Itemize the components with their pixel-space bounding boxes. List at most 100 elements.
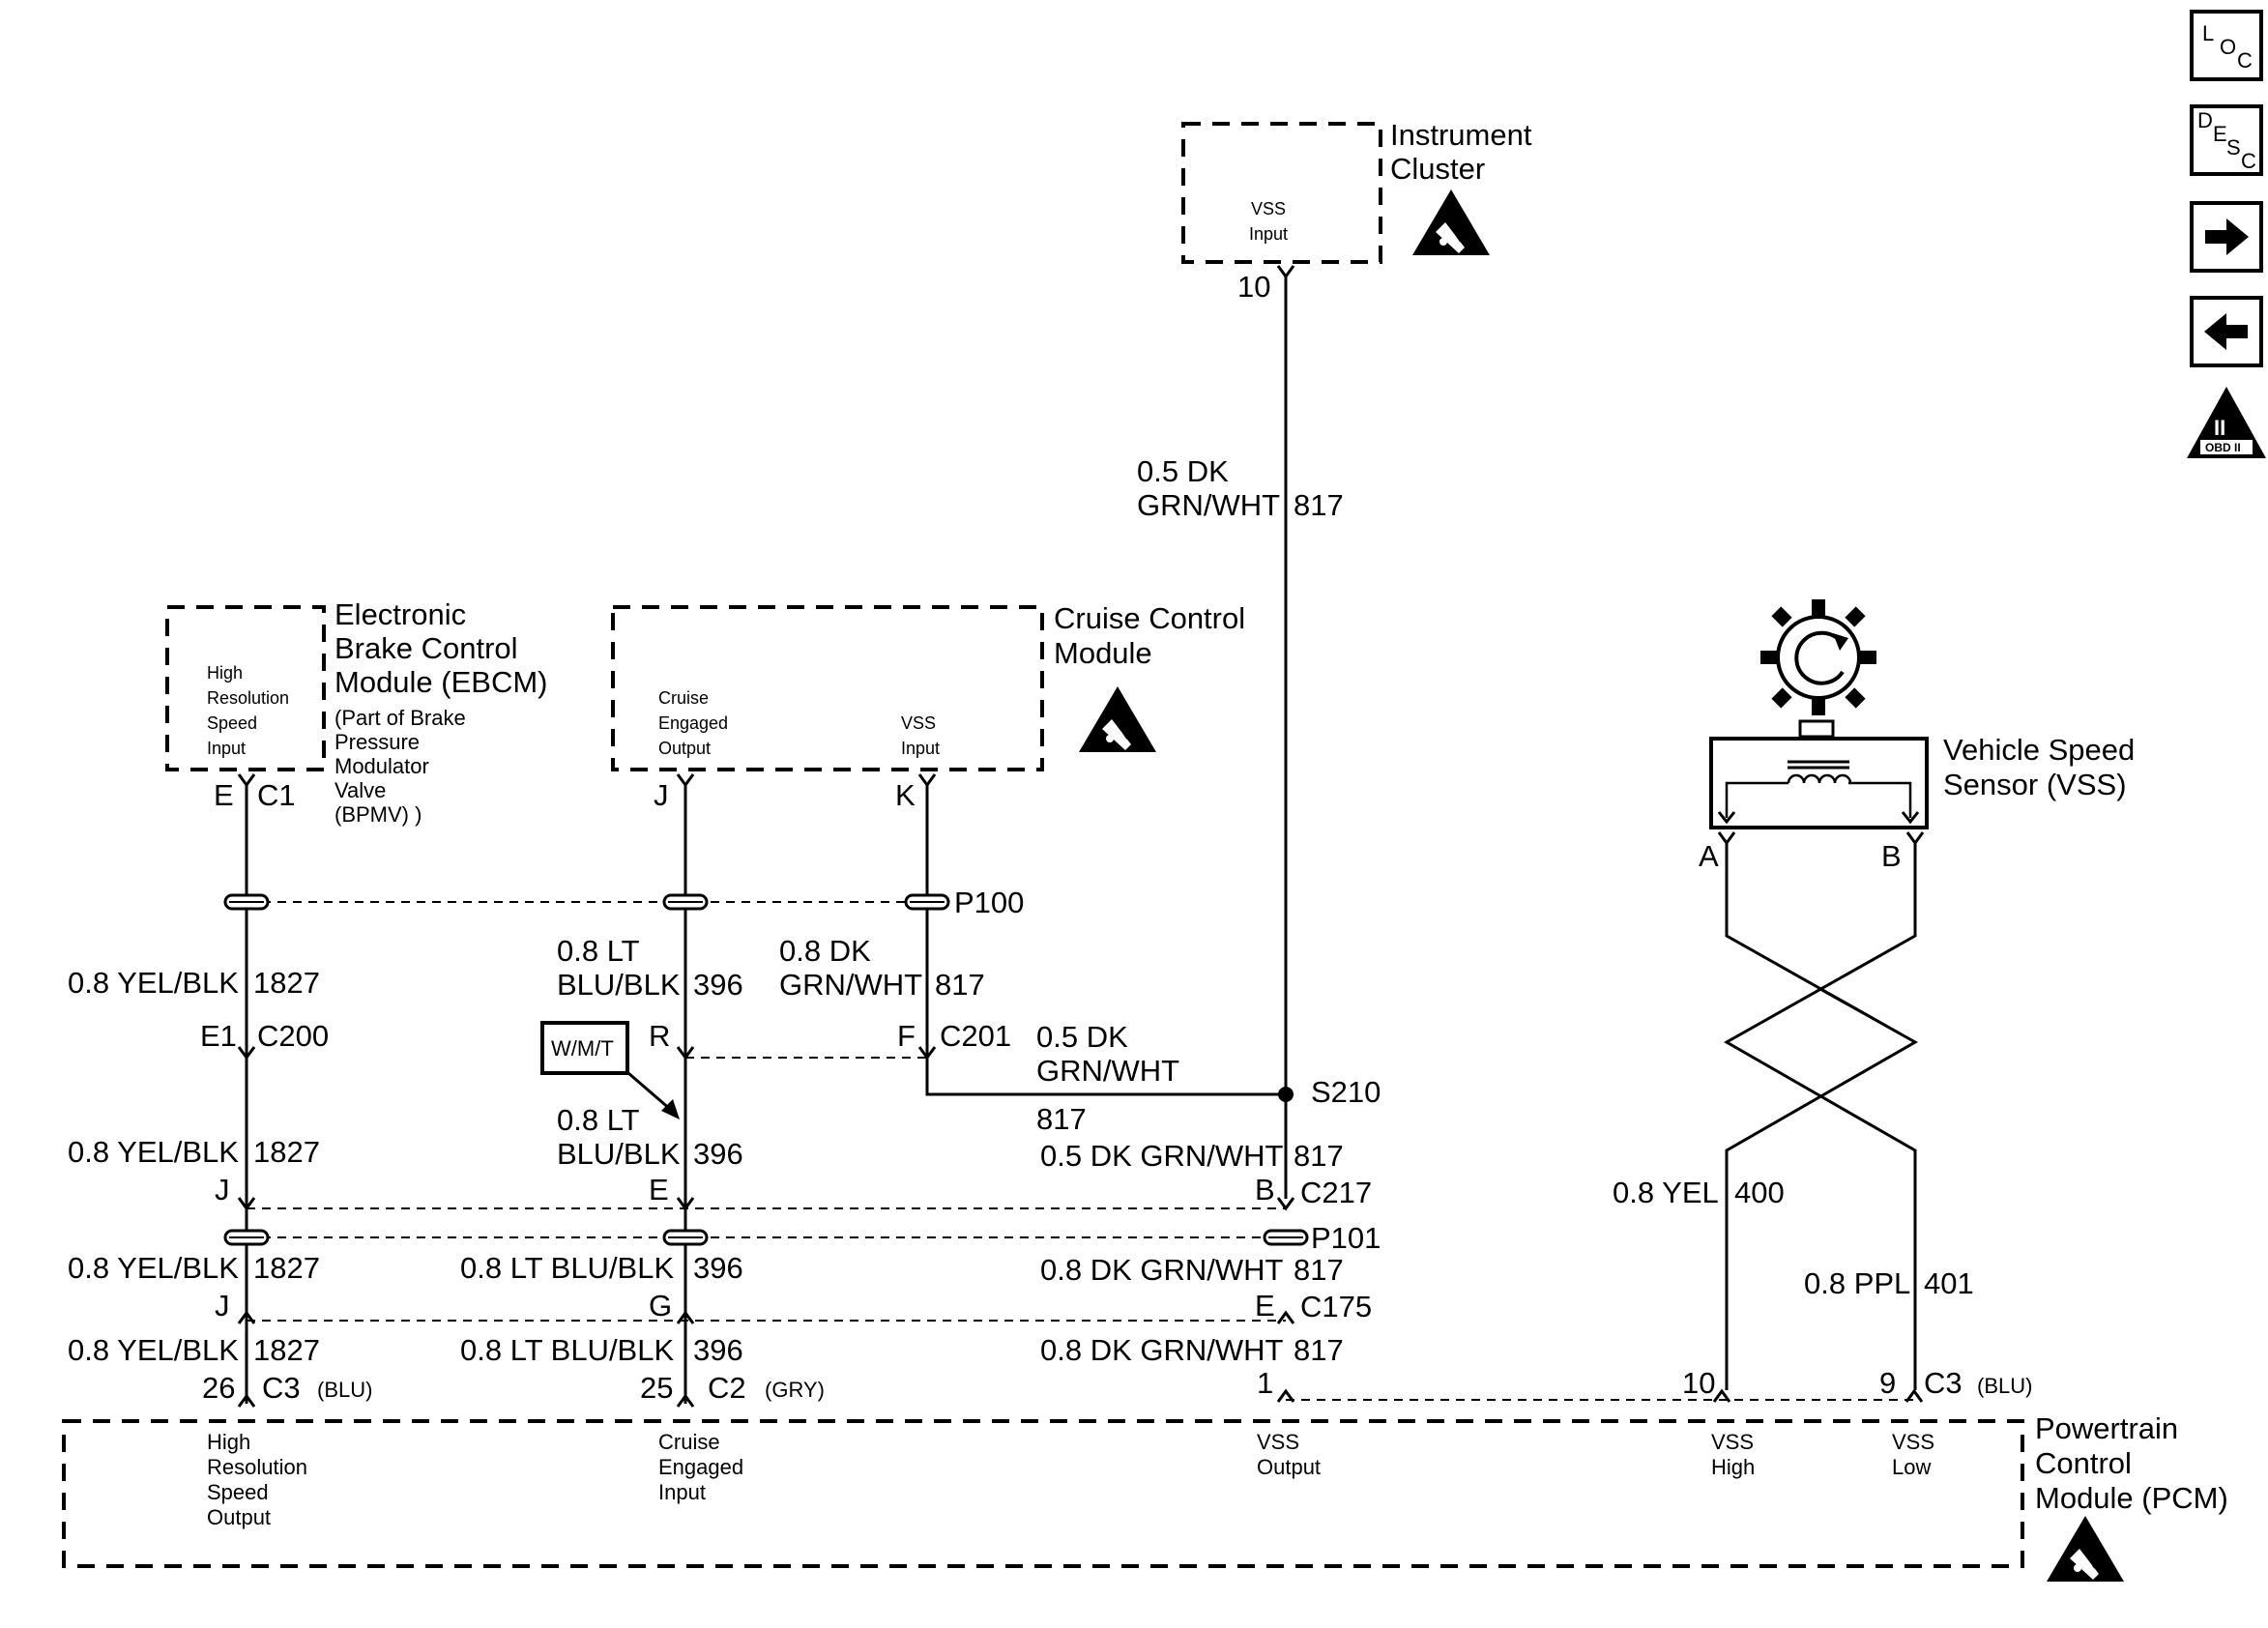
wire-1827-b-num: 1827 (253, 1135, 320, 1169)
ebcm-input-2: Resolution (207, 688, 289, 708)
ic-input-label-1: VSS (1251, 199, 1286, 218)
ccm-output-1: Cruise (658, 688, 709, 708)
wire-396-c-num: 396 (693, 1251, 743, 1285)
pcm-esd-icon (2046, 1515, 2125, 1583)
wire-817-ccm (925, 783, 1286, 1096)
pcm-vl-2: Low (1892, 1455, 1931, 1479)
connector-c217: C217 (1300, 1176, 1372, 1209)
p100-label: P100 (954, 886, 1024, 919)
wire-817-top-color: GRN/WHT (1137, 488, 1280, 522)
splice-s210-label: S210 (1311, 1075, 1381, 1109)
instrument-cluster: Instrument Cluster VSS Input 10 (1181, 118, 1532, 304)
instrument-cluster-title-2: Cluster (1390, 152, 1485, 186)
wire-817-a-size: 0.8 DK (779, 934, 871, 968)
desc-letter-d: D (2197, 108, 2213, 132)
wire-1827-d-num: 1827 (253, 1333, 320, 1367)
ebcm-module: Electronic Brake Control Module (EBCM) (… (165, 597, 548, 827)
connector-c200: C200 (257, 1019, 329, 1053)
ccm-input-1: VSS (901, 713, 936, 733)
wire-401-twisted (1723, 841, 1917, 1390)
wire-396-a-size: 0.8 LT (557, 934, 640, 968)
desc-button[interactable]: D E S C (2190, 104, 2263, 176)
wire-817-a-num: 817 (935, 968, 985, 1002)
loc-button[interactable]: L O C (2190, 10, 2263, 81)
wire-401-num: 401 (1924, 1266, 1974, 1300)
ccm-pin-j: J (654, 778, 669, 812)
wire-400-label: 0.8 YEL (1613, 1176, 1719, 1209)
ebcm-note-4: Valve (334, 778, 386, 802)
ccm-output-2: Engaged (658, 713, 728, 733)
pcm-c3b-color: (BLU) (1977, 1374, 2032, 1398)
pcm-title-2: Control (2035, 1446, 2132, 1480)
loc-letter-o: O (2220, 35, 2236, 59)
ebcm-note-2: Pressure (334, 730, 420, 754)
wire-396-b-color: BLU/BLK (557, 1137, 681, 1171)
wire-1827-c-label: 0.8 YEL/BLK (68, 1251, 239, 1285)
pcm-hr-1: High (207, 1430, 250, 1454)
pcm-c3-color: (BLU) (317, 1378, 372, 1402)
ccm-input-2: Input (901, 739, 940, 758)
obd-roman-label: II (2214, 416, 2225, 440)
wire-817-s-color: GRN/WHT (1036, 1054, 1179, 1088)
left-arrow-icon (2204, 313, 2248, 350)
wmt-box: W/M/T (540, 1021, 680, 1119)
wire-396-b-num: 396 (693, 1137, 743, 1171)
vss-coil (1787, 773, 1852, 784)
ebcm-title-1: Electronic (334, 597, 466, 631)
wire-817-a-color: GRN/WHT (779, 968, 922, 1002)
pin-e-c175: E (1255, 1289, 1275, 1323)
pcm-module: Powertrain Control Module (PCM) High Res… (62, 1411, 2228, 1583)
pcm-c2-color: (GRY) (765, 1378, 825, 1402)
p100-passthrough-396 (662, 893, 709, 911)
ccm-title-2: Module (1054, 636, 1152, 670)
wire-396-d-label: 0.8 LT BLU/BLK (460, 1333, 674, 1367)
wire-817-c-label: 0.8 DK GRN/WHT (1040, 1253, 1284, 1287)
wire-400-num: 400 (1734, 1176, 1785, 1209)
pcm-vo-1: VSS (1257, 1430, 1299, 1454)
pin-f: F (897, 1019, 916, 1053)
ebcm-title-3: Module (EBCM) (334, 665, 548, 699)
ebcm-title-2: Brake Control (334, 631, 518, 665)
p101-passthrough-817 (1263, 1229, 1309, 1246)
pcm-vh-1: VSS (1711, 1430, 1754, 1454)
wire-396-b-size: 0.8 LT (557, 1103, 640, 1137)
wire-400-twisted (1725, 841, 1919, 1390)
pcm-connector-c3: C3 (262, 1371, 301, 1405)
wmt-label: W/M/T (551, 1036, 614, 1061)
rotating-sensor-icon (1760, 599, 1876, 715)
ebcm-note-5: (BPMV) ) (334, 802, 422, 827)
pin-r: R (649, 1019, 670, 1053)
wire-817-top-num: 817 (1294, 488, 1344, 522)
p100-passthrough-817 (904, 893, 950, 911)
pcm-vh-2: High (1711, 1455, 1755, 1479)
obd-text: OBD II (2205, 441, 2241, 454)
pcm-ce-1: Cruise (658, 1430, 720, 1454)
next-page-button[interactable] (2190, 201, 2263, 273)
wire-1827-d-label: 0.8 YEL/BLK (68, 1333, 239, 1367)
desc-letter-e: E (2213, 122, 2227, 146)
ebcm-pin-e: E (214, 778, 234, 812)
cruise-control-module: Cruise Control Module Cruise Engaged Out… (611, 601, 1245, 812)
pcm-pin-25: 25 (640, 1371, 673, 1405)
ebcm-input-3: Speed (207, 713, 257, 733)
c217-connector-817 (1276, 1196, 1295, 1210)
pcm-pin-10: 10 (1682, 1366, 1715, 1400)
ebcm-note-3: Modulator (334, 754, 429, 778)
prev-page-button[interactable] (2190, 296, 2263, 367)
ccm-pin-k: K (895, 778, 916, 812)
desc-letter-c: C (2241, 149, 2256, 173)
pcm-vl-1: VSS (1892, 1430, 1934, 1454)
wire-1827-b-label: 0.8 YEL/BLK (68, 1135, 239, 1169)
wire-396-c-label: 0.8 LT BLU/BLK (460, 1251, 674, 1285)
ebcm-input-1: High (207, 663, 243, 683)
loc-letter-c: C (2237, 48, 2253, 73)
connector-c201: C201 (940, 1019, 1011, 1053)
wire-817-b-label: 0.5 DK GRN/WHT (1040, 1139, 1284, 1173)
ebcm-note-1: (Part of Brake (334, 706, 466, 730)
ebcm-connector-c1: C1 (257, 778, 296, 812)
connector-c175: C175 (1300, 1290, 1372, 1323)
vehicle-speed-sensor: Vehicle Speed Sensor (VSS) A B (1699, 599, 2135, 873)
ccm-output-3: Output (658, 739, 711, 758)
obd-ii-button[interactable]: II OBD II (2187, 387, 2266, 458)
